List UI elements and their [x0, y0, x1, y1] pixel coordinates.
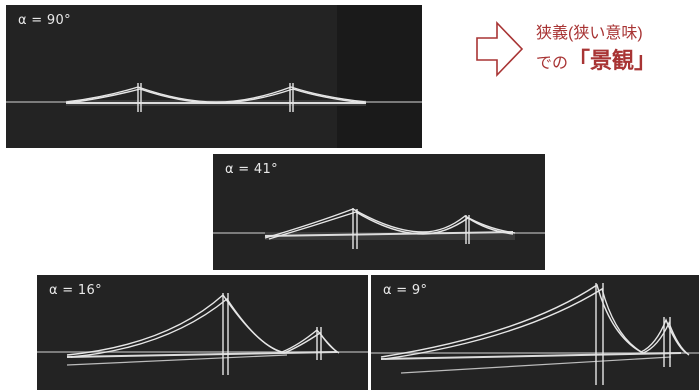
caption-line1: 狭義(狭い意味)	[536, 25, 643, 42]
caption-line2: での「景観」	[536, 46, 656, 79]
panel-alpha-41: α = 41°	[213, 154, 545, 270]
bridge-drawing-16	[37, 293, 368, 375]
angle-label: α = 16°	[49, 283, 102, 298]
angle-label: α = 90°	[18, 13, 71, 28]
bridge-drawing-9	[371, 283, 699, 385]
panel-alpha-90: α = 90°	[6, 5, 422, 148]
caption: 狭義(狭い意味) での「景観」	[536, 22, 656, 79]
panel-alpha-16: α = 16°	[37, 275, 368, 390]
bridge-drawing-41	[213, 208, 545, 249]
bridge-drawing-90	[6, 83, 422, 112]
angle-label: α = 41°	[225, 162, 278, 177]
arrow-right-icon	[476, 21, 524, 77]
caption-emphasis: 「景観」	[568, 48, 657, 73]
panel-alpha-9: α = 9°	[371, 275, 699, 390]
dark-band	[337, 5, 422, 148]
angle-label: α = 9°	[383, 283, 428, 298]
caption-prefix: での	[536, 55, 569, 72]
